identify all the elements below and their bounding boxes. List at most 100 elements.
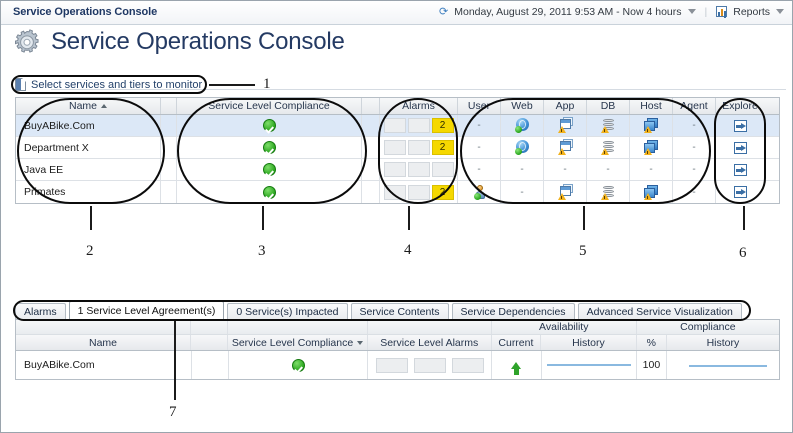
explore-icon[interactable] <box>733 186 747 198</box>
cell-explore[interactable] <box>716 181 764 203</box>
column-header-service-level-compliance[interactable]: Service Level Compliance <box>177 98 362 114</box>
status-ok-icon <box>262 185 276 199</box>
header-toolbar: ⟳ Monday, August 29, 2011 9:53 AM - Now … <box>439 5 784 18</box>
column-header-agent[interactable]: Agent <box>673 98 716 114</box>
table-row[interactable]: BuyABike.Com 100 <box>16 351 779 379</box>
database-icon <box>600 118 616 133</box>
clock-icon: ⟳ <box>439 6 449 18</box>
host-icon <box>643 140 659 155</box>
time-range-chevron-down-icon[interactable] <box>687 9 696 14</box>
column-header-db[interactable]: DB <box>587 98 630 114</box>
explore-icon[interactable] <box>733 119 747 132</box>
group-header-spacer-1 <box>191 320 229 334</box>
table-row[interactable]: Java EE - - - - - - <box>16 159 779 181</box>
callout-number-3: 3 <box>258 243 266 259</box>
cell-compliance-history[interactable] <box>667 351 779 379</box>
no-data-dash: - <box>477 164 481 175</box>
explore-icon[interactable] <box>733 141 747 154</box>
sla-grid: Availability Compliance Name Service Lev… <box>15 319 780 380</box>
cell-app[interactable] <box>544 181 587 203</box>
sla-alarm-box-3 <box>451 357 484 373</box>
column-header-compliance-history[interactable]: History <box>706 336 740 349</box>
column-header-alarms[interactable]: Alarms <box>380 98 458 114</box>
reports-label[interactable]: Reports <box>733 5 770 18</box>
cell-app[interactable] <box>544 115 587 136</box>
alarm-box-3[interactable]: 2 <box>431 184 454 200</box>
cell-agent: - <box>673 137 716 158</box>
page-title: Service Operations Console <box>51 28 345 55</box>
explore-icon[interactable] <box>733 163 747 176</box>
cell-host[interactable] <box>630 181 673 203</box>
column-header-service-level-compliance[interactable]: Service Level Compliance <box>228 335 368 350</box>
column-header-web[interactable]: Web <box>501 98 544 114</box>
reports-chevron-down-icon[interactable] <box>776 9 784 14</box>
cell-explore[interactable] <box>716 159 764 180</box>
cell-db[interactable] <box>587 115 630 136</box>
cell-alarms: 2 <box>380 115 458 136</box>
callout-leader-6 <box>743 206 745 230</box>
table-row[interactable]: Department X 2 - - <box>16 137 779 159</box>
host-icon <box>643 184 659 200</box>
alarm-box-3[interactable]: 2 <box>431 140 454 155</box>
column-header-availability-history[interactable]: History <box>541 335 637 350</box>
column-header-user[interactable]: User <box>458 98 501 114</box>
cell-name: BuyABike.Com <box>16 115 161 136</box>
cell-availability-history[interactable] <box>542 351 637 379</box>
globe-icon <box>514 140 530 155</box>
cell-explore[interactable] <box>716 137 764 158</box>
tab-services-impacted[interactable]: 0 Service(s) Impacted <box>227 303 348 320</box>
cell-db[interactable] <box>587 137 630 158</box>
cell-web[interactable] <box>501 137 544 158</box>
tab-advanced-service-visualization[interactable]: Advanced Service Visualization <box>577 303 742 320</box>
table-row[interactable]: Primates 2 - - <box>16 181 779 203</box>
tab-service-contents[interactable]: Service Contents <box>350 303 449 320</box>
services-grid-header: Name Service Level Compliance Alarms Use… <box>16 98 779 115</box>
column-header-percent[interactable]: % <box>637 335 667 350</box>
cell-alarms: 2 <box>380 181 458 203</box>
tab-service-level-agreements[interactable]: 1 Service Level Agreement(s) <box>68 301 225 320</box>
column-header-explore[interactable]: Explore <box>722 100 758 112</box>
tab-service-dependencies[interactable]: Service Dependencies <box>451 303 575 320</box>
alarm-box-3[interactable]: 2 <box>431 118 454 133</box>
select-services-bar[interactable]: Select services and tiers to monitor <box>15 78 202 91</box>
cell-app[interactable] <box>544 137 587 158</box>
table-row[interactable]: BuyABike.Com 2 - - <box>16 115 779 137</box>
column-header-app[interactable]: App <box>544 98 587 114</box>
compliance-sparkline-icon <box>688 365 767 367</box>
cell-host[interactable] <box>630 115 673 136</box>
cell-user[interactable] <box>458 181 501 203</box>
select-services-label[interactable]: Select services and tiers to monitor <box>31 78 203 91</box>
cell-name: BuyABike.Com <box>16 351 192 379</box>
column-header-service-level-alarms[interactable]: Service Level Alarms <box>368 335 492 350</box>
column-header-name[interactable]: Name <box>16 335 191 350</box>
status-ok-icon <box>291 358 305 372</box>
cell-db[interactable] <box>587 181 630 203</box>
column-header-name[interactable]: Name <box>16 98 161 114</box>
no-data-dash: - <box>649 164 653 175</box>
callout-number-4: 4 <box>404 242 412 258</box>
cell-app: - <box>544 159 587 180</box>
cell-web[interactable] <box>501 115 544 136</box>
cell-explore[interactable] <box>716 115 764 136</box>
column-header-current[interactable]: Current <box>492 335 542 350</box>
cell-agent: - <box>673 181 716 203</box>
no-data-dash: - <box>692 164 696 175</box>
alarm-box-1 <box>383 184 406 200</box>
callout-number-2: 2 <box>86 243 94 259</box>
column-header-host[interactable]: Host <box>630 98 673 114</box>
cell-spacer-2 <box>362 115 380 136</box>
tab-alarms[interactable]: Alarms <box>15 303 66 320</box>
page-header: Service Operations Console <box>1 26 792 90</box>
status-ok-icon <box>262 119 276 132</box>
database-icon <box>600 185 616 200</box>
cell-spacer-2 <box>362 137 380 158</box>
user-icon <box>472 184 487 200</box>
callout-leader-5 <box>583 206 585 230</box>
cell-host[interactable] <box>630 137 673 158</box>
gear-icon <box>15 29 39 53</box>
cell-db: - <box>587 159 630 180</box>
time-range-label[interactable]: Monday, August 29, 2011 9:53 AM - Now 4 … <box>454 5 682 18</box>
app-window-icon <box>557 117 573 133</box>
reports-chart-icon <box>716 6 728 17</box>
sort-descending-icon <box>357 340 364 345</box>
